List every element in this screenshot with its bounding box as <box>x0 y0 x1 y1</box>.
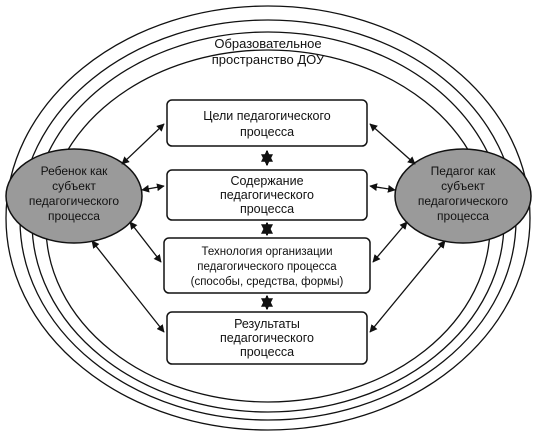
child-line-1: Ребенок как <box>41 164 109 178</box>
teacher-line-4: процесса <box>437 209 489 223</box>
outer-ellipse-1 <box>5 5 531 431</box>
technology-box: Технология организации педагогического п… <box>163 237 371 294</box>
teacher-connectors <box>369 123 446 333</box>
content-line-1: Содержание <box>230 174 303 188</box>
child-connectors <box>91 123 165 333</box>
arrow-child-results <box>91 240 165 333</box>
teacher-line-3: педагогического <box>418 194 509 208</box>
arrow-teacher-technology <box>372 221 408 263</box>
results-line-2: педагогического <box>220 331 314 345</box>
technology-line-1: Технология организации <box>201 246 332 258</box>
results-line-1: Результаты <box>234 317 300 331</box>
teacher-line-2: субъект <box>441 179 485 193</box>
arrow-child-goals <box>121 123 165 165</box>
child-line-2: субъект <box>52 179 96 193</box>
content-box: Содержание педагогического процесса <box>166 169 368 221</box>
child-line-4: процесса <box>48 209 100 223</box>
arrow-teacher-goals <box>369 123 416 165</box>
technology-line-2: педагогического процесса <box>197 261 337 273</box>
goals-line-2: процесса <box>240 125 294 139</box>
arrow-child-technology <box>129 221 162 263</box>
technology-line-3: (способы, средства, формы) <box>191 276 344 288</box>
child-line-3: педагогического <box>29 194 120 208</box>
teacher-line-1: Педагог как <box>431 164 496 178</box>
results-box: Результаты педагогического процесса <box>166 311 368 365</box>
goals-box: Цели педагогического процесса <box>166 99 368 147</box>
content-line-2: педагогического <box>220 188 314 202</box>
arrow-teacher-results <box>369 240 446 333</box>
results-line-3: процесса <box>240 345 294 359</box>
goals-line-1: Цели педагогического <box>203 109 331 123</box>
teacher-subject-node: Педагог как субъект педагогического проц… <box>394 148 532 244</box>
space-title-line2: пространство ДОУ <box>212 52 325 67</box>
space-title-line1: Образовательное <box>214 36 321 51</box>
content-line-3: процесса <box>240 202 294 216</box>
child-subject-node: Ребенок как субъект педагогического проц… <box>5 148 143 244</box>
arrow-teacher-content <box>369 183 396 193</box>
arrow-child-content <box>141 183 165 193</box>
